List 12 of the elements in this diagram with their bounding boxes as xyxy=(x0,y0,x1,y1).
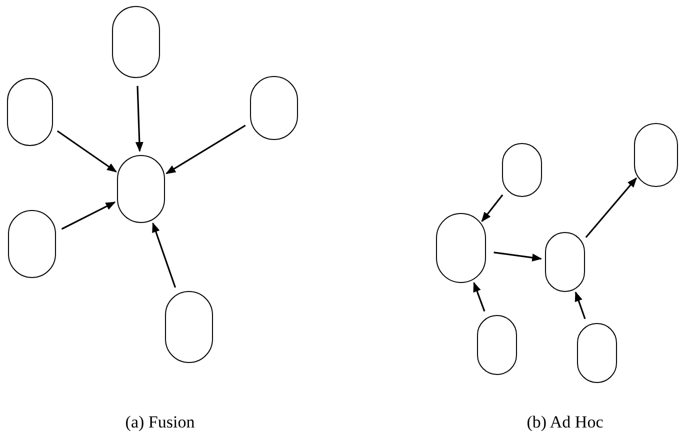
arrow xyxy=(56,130,117,172)
subfigure-caption: (b) Ad Hoc xyxy=(526,411,604,434)
arrow xyxy=(481,194,504,222)
arrow xyxy=(574,291,586,320)
arrow xyxy=(61,202,116,230)
arrow xyxy=(494,252,542,262)
arrow xyxy=(166,124,246,174)
arrow xyxy=(585,177,637,238)
arrow xyxy=(473,282,486,312)
subfigure-caption: (a) Fusion xyxy=(125,411,195,434)
arrow xyxy=(135,86,144,152)
arrow xyxy=(152,222,176,288)
